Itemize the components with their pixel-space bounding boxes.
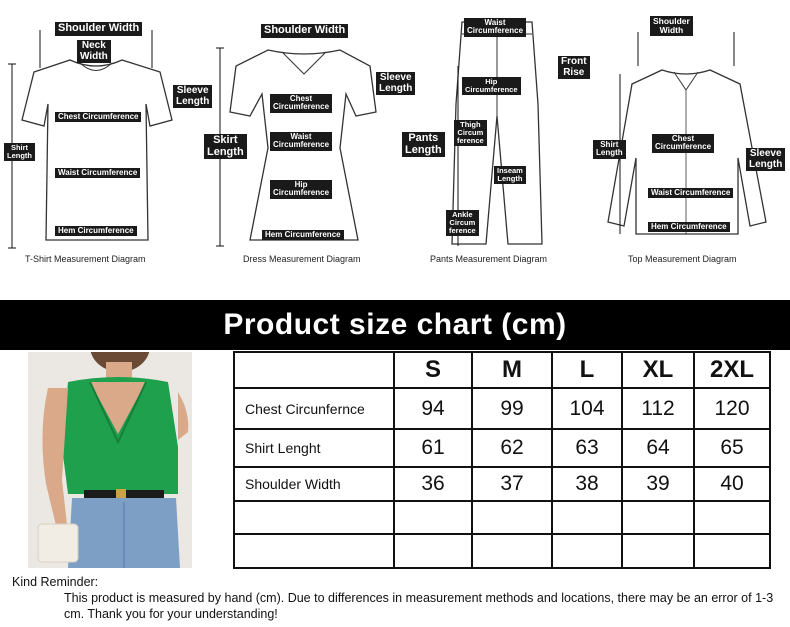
- table-cell: 38: [551, 466, 623, 503]
- tshirt-length-label: Shirt Length: [4, 143, 35, 161]
- table-cell: [551, 500, 623, 535]
- tshirt-waist-label: Waist Circumference: [55, 168, 141, 179]
- table-row: Chest Circunfernce 94 99 104 112 120: [233, 387, 771, 430]
- table-cell: [393, 500, 473, 535]
- table-row: [233, 532, 771, 570]
- pants-diagram: Waist Circumference Front Rise Hip Circu…: [398, 8, 598, 278]
- tshirt-diagram: Shoulder Width Neck Width Sleeve Length …: [0, 8, 213, 278]
- table-cell: 94: [393, 387, 473, 430]
- product-photo: [28, 352, 192, 568]
- table-cell: 40: [693, 466, 771, 503]
- top-diagram: Shoulder Width Shirt Length Chest Circum…: [590, 8, 790, 278]
- table-cell: 61: [393, 427, 473, 469]
- table-cell: 36: [393, 466, 473, 503]
- size-header-xl: XL: [621, 350, 695, 390]
- table-cell: [471, 500, 553, 535]
- top-length-label: Shirt Length: [593, 140, 626, 159]
- size-chart-banner: Product size chart (cm): [0, 300, 790, 350]
- top-sleeve-label: Sleeve Length: [746, 148, 786, 171]
- tshirt-chest-label: Chest Circumference: [55, 112, 142, 123]
- table-cell: 120: [693, 387, 771, 430]
- tshirt-sleeve-label: Sleeve Length: [173, 85, 213, 108]
- top-chest-label: Chest Circumference: [652, 134, 715, 153]
- table-row: Shoulder Width 36 37 38 39 40: [233, 466, 771, 503]
- row-label: [233, 500, 395, 535]
- pants-hip-label: Hip Circumference: [462, 77, 521, 95]
- top-hem-label: Hem Circumference: [648, 222, 730, 233]
- dress-sleeve-label: Sleeve Length: [376, 72, 416, 95]
- row-label: Chest Circunfernce: [233, 387, 395, 430]
- table-cell: 99: [471, 387, 553, 430]
- size-header-row: S M L XL 2XL: [233, 350, 771, 390]
- row-label: Shoulder Width: [233, 466, 395, 503]
- dress-chest-label: Chest Circumference: [270, 94, 333, 113]
- pants-outline-icon: [451, 21, 543, 246]
- size-table: S M L XL 2XL Chest Circunfernce 94 99 10…: [233, 350, 771, 570]
- table-row: [233, 500, 771, 535]
- pants-ankle-label: Ankle Circum ference: [446, 210, 479, 236]
- dress-caption: Dress Measurement Diagram: [243, 254, 361, 264]
- reminder-title: Kind Reminder:: [12, 575, 99, 589]
- dress-diagram: Shoulder Width Sleeve Length Skirt Lengt…: [198, 8, 416, 278]
- model-wearing-green-top-icon: [28, 352, 192, 568]
- dress-hip-label: Hip Circumference: [270, 180, 333, 199]
- reminder-text: This product is measured by hand (cm). D…: [64, 591, 774, 621]
- top-shoulder-label: Shoulder Width: [650, 16, 693, 36]
- row-label: [233, 532, 395, 570]
- pants-caption: Pants Measurement Diagram: [430, 254, 548, 264]
- table-cell: 63: [551, 427, 623, 469]
- pants-waist-label: Waist Circumference: [464, 18, 527, 37]
- tshirt-caption: T-Shirt Measurement Diagram: [25, 254, 146, 264]
- table-cell: [621, 532, 695, 570]
- size-header-s: S: [393, 350, 473, 390]
- table-cell: 37: [471, 466, 553, 503]
- tshirt-shoulder-label: Shoulder Width: [55, 22, 143, 36]
- table-cell: 39: [621, 466, 695, 503]
- tshirt-neck-label: Neck Width: [77, 40, 111, 63]
- table-cell: [551, 532, 623, 570]
- row-label: Shirt Lenght: [233, 427, 395, 469]
- kind-reminder: Kind Reminder: This product is measured …: [12, 574, 782, 622]
- measurement-diagrams: Shoulder Width Neck Width Sleeve Length …: [0, 0, 790, 300]
- size-header-m: M: [471, 350, 553, 390]
- size-header-l: L: [551, 350, 623, 390]
- table-cell: [693, 500, 771, 535]
- table-cell: [693, 532, 771, 570]
- table-cell: 65: [693, 427, 771, 469]
- dress-shoulder-label: Shoulder Width: [261, 24, 349, 38]
- pants-front-rise-label: Front Rise: [558, 56, 590, 79]
- table-cell: [393, 532, 473, 570]
- dress-hem-label: Hem Circumference: [262, 230, 344, 241]
- top-waist-label: Waist Circumference: [648, 188, 734, 199]
- tshirt-hem-label: Hem Circumference: [55, 226, 137, 237]
- pants-thigh-label: Thigh Circum ference: [454, 120, 487, 146]
- top-outline-icon: [607, 32, 767, 235]
- table-cell: 62: [471, 427, 553, 469]
- header-blank-cell: [233, 350, 395, 390]
- table-cell: 64: [621, 427, 695, 469]
- dress-waist-label: Waist Circumference: [270, 132, 333, 151]
- pants-inseam-label: Inseam Length: [494, 166, 526, 184]
- table-cell: 104: [551, 387, 623, 430]
- size-header-2xl: 2XL: [693, 350, 771, 390]
- table-cell: [471, 532, 553, 570]
- table-row: Shirt Lenght 61 62 63 64 65: [233, 427, 771, 469]
- dress-outline-icon: [216, 47, 377, 247]
- table-cell: [621, 500, 695, 535]
- table-cell: 112: [621, 387, 695, 430]
- dress-length-label: Skirt Length: [204, 134, 247, 160]
- top-caption: Top Measurement Diagram: [628, 254, 737, 264]
- pants-length-label: Pants Length: [402, 132, 445, 158]
